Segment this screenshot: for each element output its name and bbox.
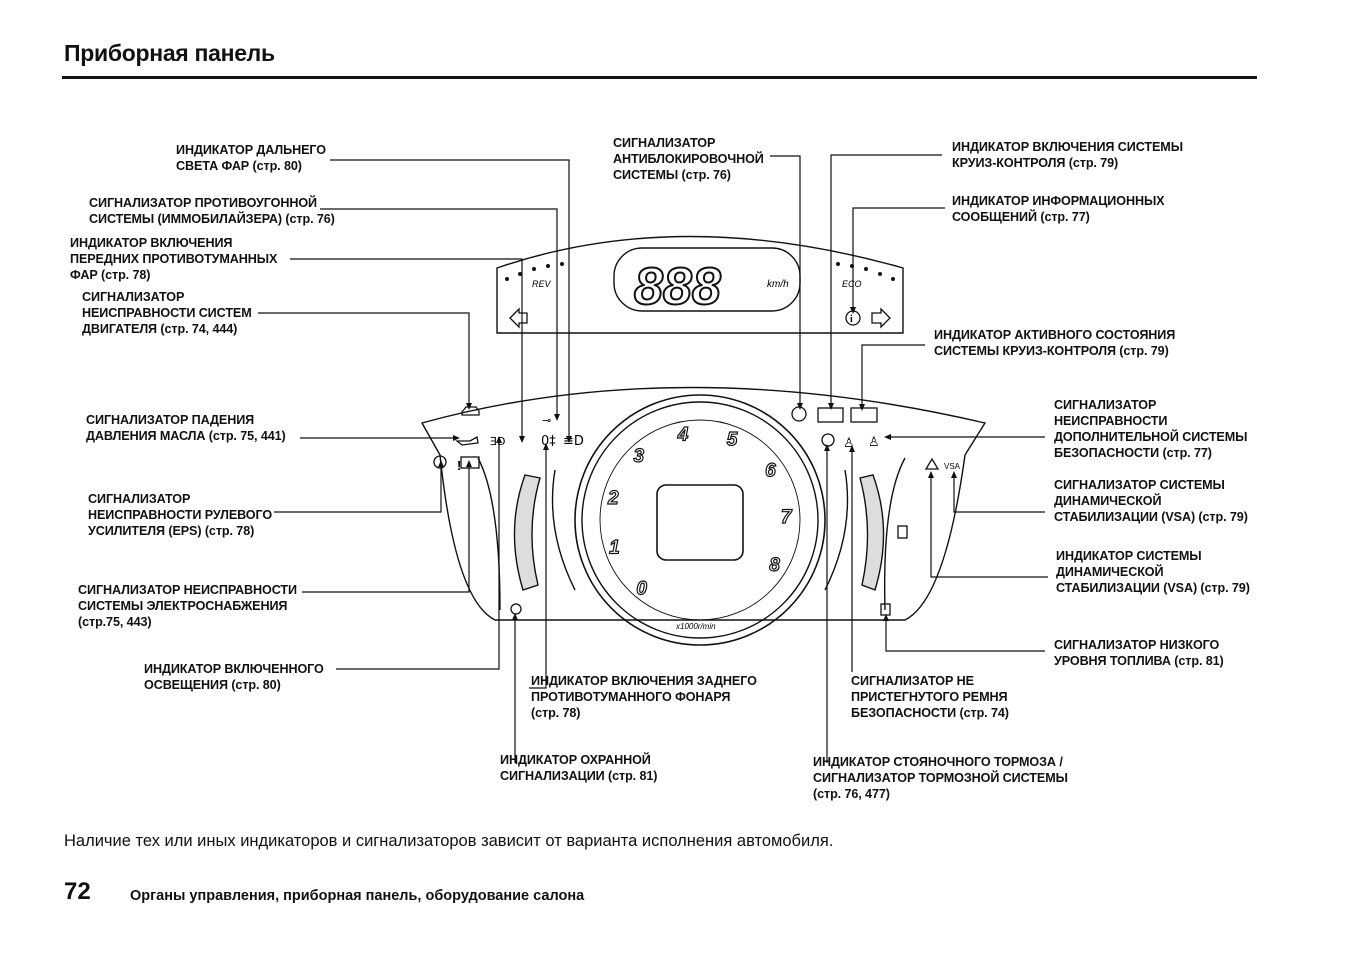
cluster-inner-band	[477, 457, 501, 611]
upper-display-outline	[496, 235, 904, 334]
label-abs: СИГНАЛИЗАТОР АНТИБЛОКИРОВОЧНОЙ СИСТЕМЫ (…	[613, 136, 764, 182]
srs-icon: ♙	[868, 435, 880, 450]
tach-number-6: 6	[765, 461, 776, 482]
label-lights-on: ИНДИКАТОР ВКЛЮЧЕННОГО ОСВЕЩЕНИЯ (стр. 80…	[144, 662, 324, 692]
immobilizer-icon: ⊸	[542, 414, 551, 427]
tach-number-2: 2	[607, 488, 619, 509]
abs-icon	[791, 406, 807, 422]
tach-number-0: 0	[636, 578, 647, 599]
low-fuel-icon	[880, 603, 891, 616]
label-immobilizer: СИГНАЛИЗАТОР ПРОТИВОУГОННОЙ СИСТЕМЫ (ИММ…	[89, 196, 335, 226]
tach-number-7: 7	[781, 507, 793, 528]
eco-label: ECO	[842, 279, 862, 289]
eps-icon	[433, 455, 447, 469]
label-eps: СИГНАЛИЗАТОР НЕИСПРАВНОСТИ РУЛЕВОГО УСИЛ…	[88, 492, 273, 538]
label-charging: СИГНАЛИЗАТОР НЕИСПРАВНОСТИ СИСТЕМЫ ЭЛЕКТ…	[78, 583, 297, 629]
center-display	[656, 484, 744, 561]
label-vsa-indicator: ИНДИКАТОР СИСТЕМЫ ДИНАМИЧЕСКОЙ СТАБИЛИЗА…	[1056, 549, 1250, 595]
label-security: ИНДИКАТОР ОХРАННОЙ СИГНАЛИЗАЦИИ (стр. 81…	[500, 753, 658, 783]
parking-brake-icon	[821, 433, 835, 447]
label-info-messages: ИНДИКАТОР ИНФОРМАЦИОННЫХ СООБЩЕНИЙ (стр.…	[952, 194, 1165, 224]
footnote: Наличие тех или иных индикаторов и сигна…	[64, 832, 834, 850]
battery-icon	[460, 456, 480, 469]
rear-fog-icon: 0‡	[541, 434, 556, 449]
page-title: Приборная панель	[64, 40, 275, 66]
tach-number-4: 4	[677, 424, 689, 445]
label-seatbelt: СИГНАЛИЗАТОР НЕ ПРИСТЕГНУТОГО РЕМНЯ БЕЗО…	[851, 674, 1009, 720]
cluster-housing	[420, 386, 987, 621]
label-cruise-main: ИНДИКАТОР ВКЛЮЧЕНИЯ СИСТЕМЫ КРУИЗ-КОНТРО…	[952, 140, 1183, 170]
label-low-fuel: СИГНАЛИЗАТОР НИЗКОГО УРОВНЯ ТОПЛИВА (стр…	[1054, 638, 1224, 668]
speed-unit: km/h	[767, 279, 789, 290]
vsa-warning-icon	[924, 457, 940, 470]
svg-text:!: !	[457, 458, 461, 473]
tach-number-8: 8	[769, 555, 780, 576]
cruise-main-icon	[817, 407, 844, 423]
page-number: 72	[64, 878, 91, 905]
temp-gauge-band	[513, 474, 541, 591]
rev-label: REV	[532, 279, 552, 289]
right-turn-arrow-icon	[871, 307, 891, 329]
label-cruise-control: ИНДИКАТОР АКТИВНОГО СОСТОЯНИЯ СИСТЕМЫ КР…	[934, 328, 1176, 358]
label-front-fog: ИНДИКАТОР ВКЛЮЧЕНИЯ ПЕРЕДНИХ ПРОТИВОТУМА…	[70, 236, 278, 282]
tach-number-1: 1	[609, 538, 620, 559]
label-vsa-warning: СИГНАЛИЗАТОР СИСТЕМЫ ДИНАМИЧЕСКОЙ СТАБИЛ…	[1054, 478, 1248, 524]
label-srs: СИГНАЛИЗАТОР НЕИСПРАВНОСТИ ДОПОЛНИТЕЛЬНО…	[1054, 398, 1248, 460]
fuel-pump-icon	[897, 525, 908, 539]
fuel-gauge-band	[859, 474, 885, 591]
lights-on-icon	[510, 603, 522, 615]
tach-unit: x1000r/min	[675, 622, 716, 631]
label-engine: СИГНАЛИЗАТОР НЕИСПРАВНОСТИ СИСТЕМ ДВИГАТ…	[82, 290, 252, 336]
label-oil-pressure: СИГНАЛИЗАТОР ПАДЕНИЯ ДАВЛЕНИЯ МАСЛА (стр…	[86, 413, 286, 443]
seatbelt-icon: ♙	[843, 436, 855, 451]
title-divider	[62, 76, 1257, 79]
left-turn-arrow-icon	[509, 307, 528, 329]
speed-digits: 888	[634, 258, 721, 316]
check-engine-icon	[461, 406, 480, 416]
vsa-indicator-icon: VSA	[944, 462, 961, 471]
tach-number-5: 5	[727, 430, 738, 451]
section-title: Органы управления, приборная панель, обо…	[130, 888, 585, 904]
label-parking-brake: ИНДИКАТОР СТОЯНОЧНОГО ТОРМОЗА / СИГНАЛИЗ…	[813, 755, 1068, 801]
tachometer-outer	[574, 394, 826, 646]
cruise-control-icon	[850, 407, 878, 423]
label-rear-fog: ИНДИКАТОР ВКЛЮЧЕНИЯ ЗАДНЕГО ПРОТИВОТУМАН…	[531, 674, 757, 720]
tach-number-3: 3	[634, 446, 645, 467]
svg-text:i: i	[850, 314, 853, 325]
oil-pressure-icon	[455, 435, 479, 446]
label-high-beam: ИНДИКАТОР ДАЛЬНЕГО СВЕТА ФАР (стр. 80)	[176, 143, 326, 173]
